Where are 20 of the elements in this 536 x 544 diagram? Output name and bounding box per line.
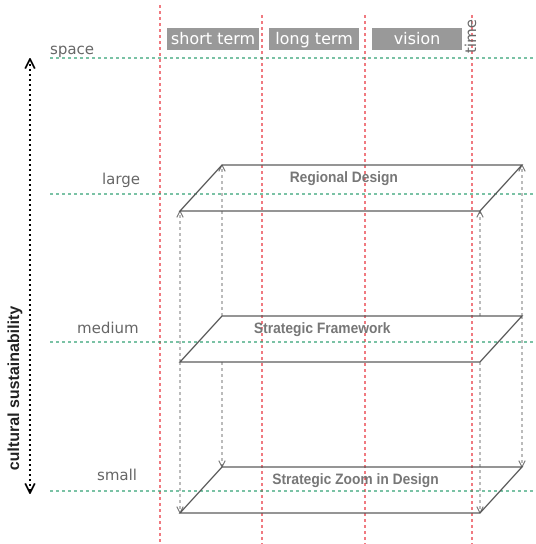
plane-title: Regional Design (290, 169, 398, 186)
arrow (218, 164, 226, 316)
axis-title: cultural sustainability (6, 306, 24, 470)
arrow (518, 316, 526, 468)
arrow (176, 210, 184, 362)
axis-label: small (97, 466, 137, 484)
arrow (476, 210, 484, 316)
plane-title: Strategic Framework (254, 320, 390, 337)
arrow (176, 362, 184, 514)
arrow (518, 164, 526, 316)
arrow (476, 362, 484, 514)
axis-label: medium (77, 319, 139, 337)
axis-label: large (102, 170, 140, 188)
arrow (218, 362, 226, 468)
plane-title: Strategic Zoom in Design (272, 471, 439, 488)
axis-label: time (462, 19, 480, 53)
time-period-header: long term (269, 28, 359, 50)
axis-label: space (50, 40, 94, 58)
time-period-header: vision (372, 28, 462, 50)
time-period-header: short term (167, 28, 259, 50)
